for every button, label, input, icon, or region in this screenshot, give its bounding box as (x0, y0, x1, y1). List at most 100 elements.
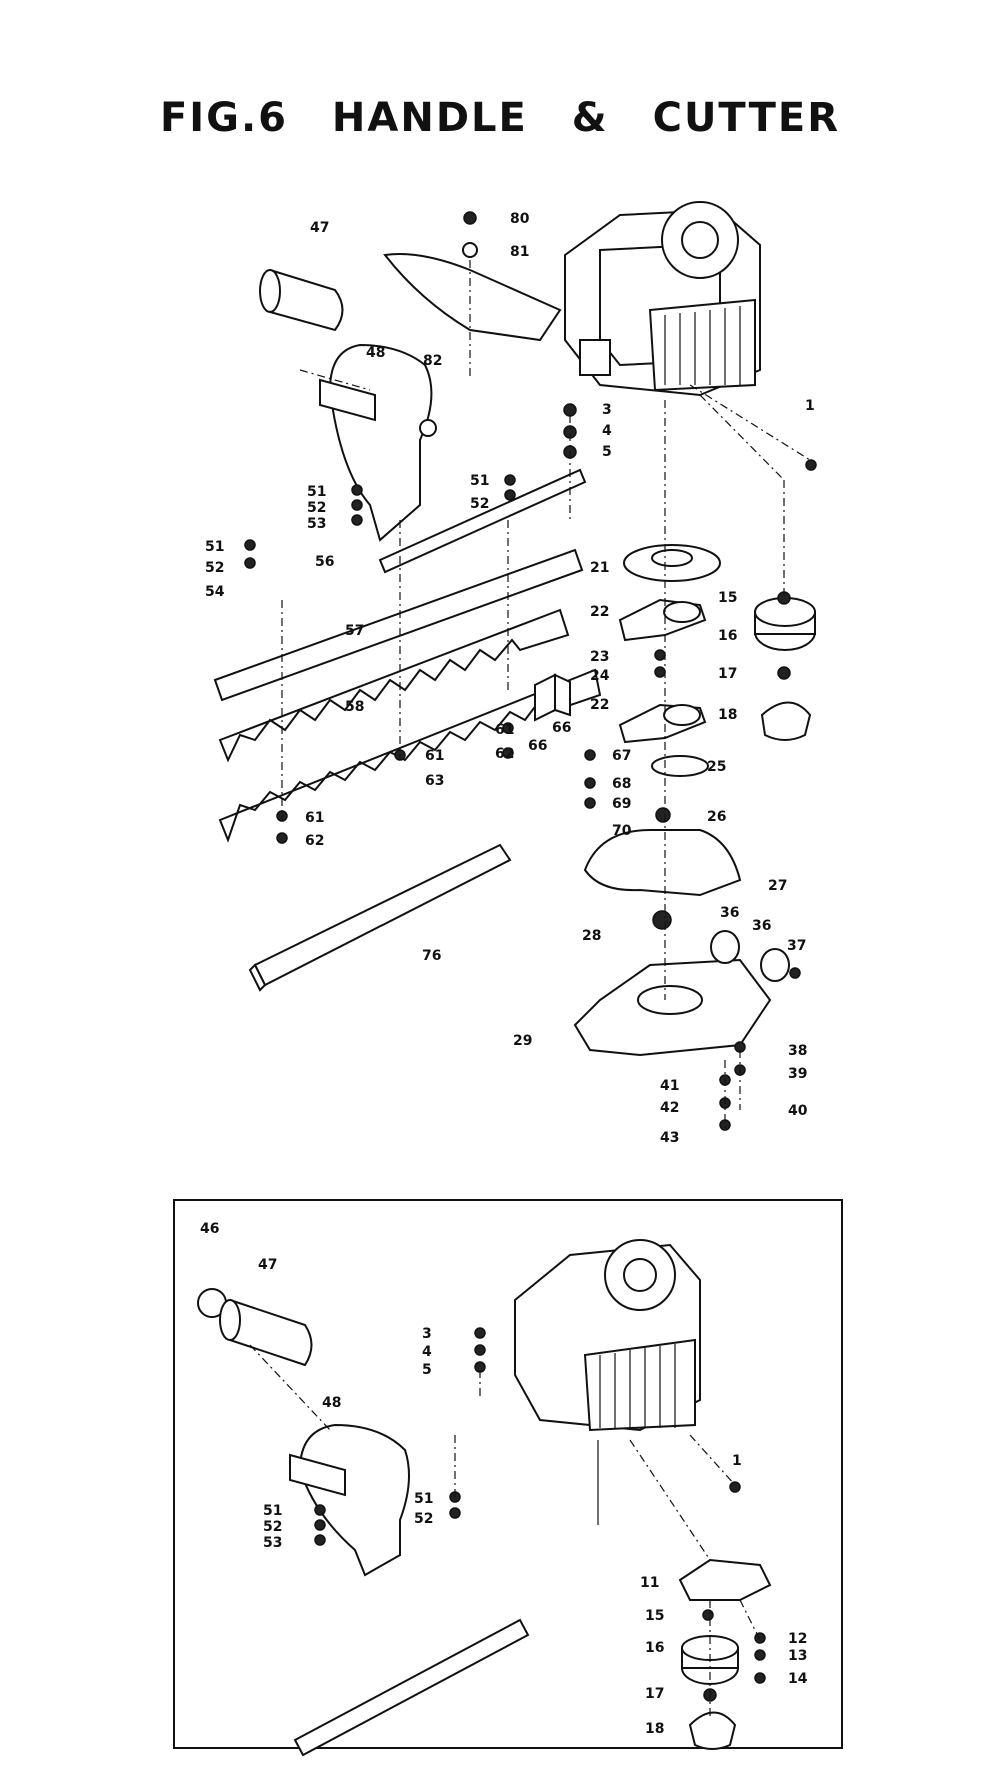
callout-53: 53 (307, 516, 326, 532)
callout-5: 5 (602, 444, 612, 460)
sheath-76 (248, 843, 512, 992)
gear-21 (623, 544, 721, 582)
callout-63: 63 (425, 773, 444, 789)
callout-80: 80 (510, 211, 530, 227)
inset-clutch-18 (688, 1711, 737, 1750)
blade-holder-56 (213, 548, 584, 702)
gear-case-29 (573, 958, 772, 1057)
callout-69: 69 (612, 796, 631, 812)
callout-1: 1 (805, 398, 815, 414)
clutch-16 (754, 597, 816, 651)
washer-25 (651, 755, 709, 777)
callout-81: 81 (510, 244, 529, 260)
callout-24: 24 (590, 668, 610, 684)
inset-callout-1: 1 (732, 1453, 742, 1469)
inset-callout-47: 47 (258, 1257, 277, 1273)
callout-70: 70 (612, 823, 632, 839)
handle-bracket (319, 343, 437, 542)
blade-57 (218, 608, 570, 763)
inset-callout-52: 52 (263, 1519, 282, 1535)
inset-callout-11: 11 (640, 1575, 659, 1591)
inset-bracket (289, 1423, 410, 1577)
clutch-18 (760, 701, 812, 741)
callout-68: 68 (612, 776, 631, 792)
inset-callout-51: 51 (414, 1491, 433, 1507)
clip-66 (534, 673, 571, 722)
housing-plate-27 (583, 829, 742, 897)
callout-26: 26 (707, 809, 726, 825)
centerlines (281, 260, 811, 1130)
inset-callout-12: 12 (788, 1631, 807, 1647)
callout-76: 76 (422, 948, 441, 964)
inset-callout-5: 5 (422, 1362, 432, 1378)
inset-grip (197, 1288, 313, 1367)
inset-callout-52: 52 (414, 1511, 433, 1527)
inset-callout-48: 48 (322, 1395, 341, 1411)
inset-callout-18: 18 (645, 1721, 664, 1737)
callout-56: 56 (315, 554, 334, 570)
bushing-36 (710, 930, 790, 982)
callout-27: 27 (768, 878, 787, 894)
callout-40: 40 (788, 1103, 808, 1119)
callout-38: 38 (788, 1043, 807, 1059)
callout-61: 61 (425, 748, 444, 764)
callout-37: 37 (787, 938, 806, 954)
figure-title: FIG.6 HANDLE & CUTTER (159, 95, 841, 141)
crank-22-lower (618, 703, 707, 744)
callout-16: 16 (718, 628, 737, 644)
small-hardware (244, 211, 817, 1131)
inset-engine (514, 1239, 701, 1432)
main-callouts: 1 3 4 5 15 16 17 18 21 22 23 24 22 25 26… (205, 211, 815, 1146)
callout-57: 57 (345, 623, 364, 639)
callout-66: 66 (528, 738, 547, 754)
callout-51: 51 (205, 539, 224, 555)
callout-22: 22 (590, 604, 609, 620)
callout-67: 67 (612, 748, 631, 764)
inset-callout-3: 3 (422, 1326, 432, 1342)
callout-29: 29 (513, 1033, 532, 1049)
callout-18: 18 (718, 707, 737, 723)
callout-51: 51 (307, 484, 326, 500)
callout-48: 48 (366, 345, 385, 361)
callout-54: 54 (205, 584, 225, 600)
callout-82: 82 (423, 353, 442, 369)
inset-callout-4: 4 (422, 1344, 432, 1360)
callout-4: 4 (602, 423, 612, 439)
inset-callout-14: 14 (788, 1671, 808, 1687)
callout-52: 52 (205, 560, 224, 576)
callout-66: 66 (552, 720, 571, 736)
callout-17: 17 (718, 666, 737, 682)
callout-51: 51 (470, 473, 489, 489)
callout-58: 58 (345, 699, 364, 715)
inset-frame (173, 1199, 843, 1749)
inset-callout-53: 53 (263, 1535, 282, 1551)
inset-gear-housing-11 (678, 1558, 772, 1601)
inset-centerlines (249, 1344, 761, 1720)
inset-callout-46: 46 (200, 1221, 219, 1237)
callout-22: 22 (590, 697, 609, 713)
callout-43: 43 (660, 1130, 679, 1146)
callout-52: 52 (470, 496, 489, 512)
inset-callout-13: 13 (788, 1648, 807, 1664)
callout-3: 3 (602, 402, 612, 418)
callout-36: 36 (720, 905, 739, 921)
callout-62: 62 (305, 833, 324, 849)
callout-21: 21 (590, 560, 609, 576)
callout-62: 62 (495, 746, 514, 762)
upper-bar (378, 468, 587, 574)
inset-bar (293, 1618, 530, 1757)
inset-callout-51: 51 (263, 1503, 282, 1519)
callout-42: 42 (660, 1100, 679, 1116)
callout-36: 36 (752, 918, 771, 934)
callout-41: 41 (660, 1078, 679, 1094)
callout-25: 25 (707, 759, 726, 775)
crank-22-upper (618, 598, 707, 642)
callout-52: 52 (307, 500, 326, 516)
inset-callout-15: 15 (645, 1608, 664, 1624)
callout-61: 61 (495, 722, 514, 738)
handle-grip (259, 268, 344, 332)
engine-unit (564, 201, 761, 397)
callout-15: 15 (718, 590, 737, 606)
callout-23: 23 (590, 649, 609, 665)
